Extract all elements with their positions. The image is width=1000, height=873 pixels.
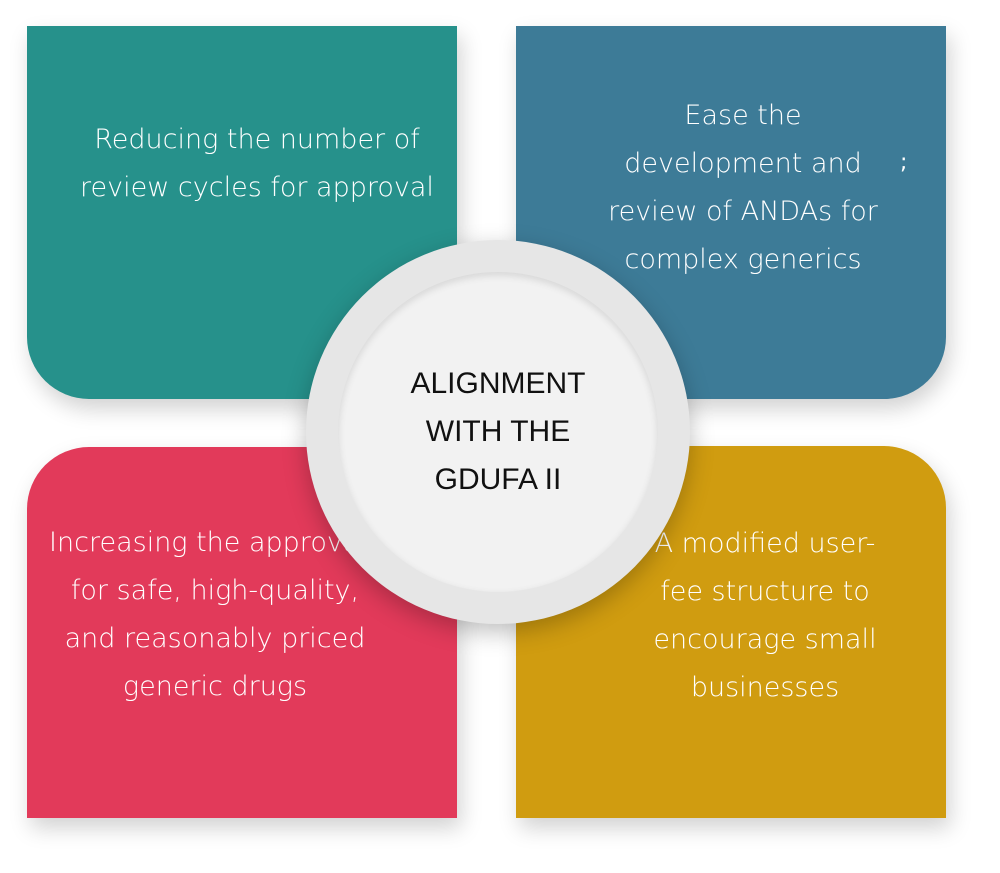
card-text: A modified user-fee structure to encoura…: [653, 528, 877, 703]
center-circle: ALIGNMENT WITH THE GDUFA II: [338, 272, 658, 592]
card-text: Ease the development and review of ANDAs…: [608, 100, 878, 275]
stray-mark: ;: [900, 150, 908, 175]
center-title: ALIGNMENT WITH THE GDUFA II: [410, 367, 586, 496]
card-review-cycles: Reducing the number of review cycles for…: [27, 26, 457, 399]
card-text: Reducing the number of review cycles for…: [80, 124, 434, 203]
card-text: Increasing the approvals for safe, high-…: [49, 527, 381, 702]
